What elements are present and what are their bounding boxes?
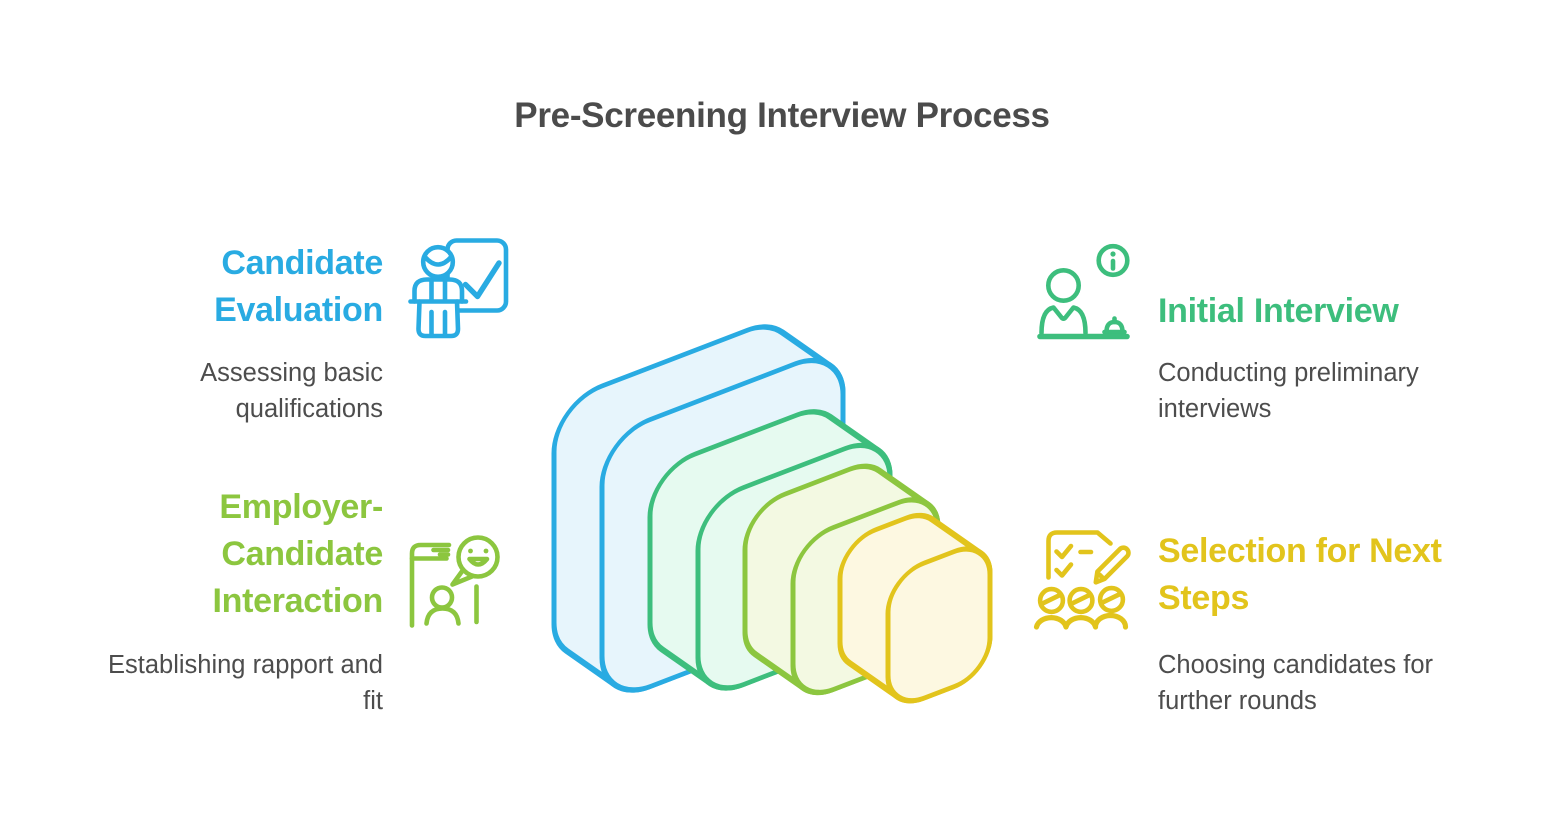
person-torso <box>412 277 465 304</box>
small-person-shoulders <box>424 606 461 626</box>
interviewer-desk-info-icon <box>1037 243 1130 340</box>
check-2 <box>1054 562 1074 578</box>
interviewer-head <box>1046 267 1082 303</box>
phone-outline <box>409 542 452 628</box>
stack-layer-yellow-face <box>885 546 993 704</box>
nested-squares-graphic <box>551 324 993 704</box>
feature-description-initial-interview: Conducting preliminary interviews <box>1158 359 1419 423</box>
group-shoulders <box>1033 612 1129 630</box>
chat-smiley-person-icon <box>409 535 500 628</box>
feature-heading-selection-for-next-steps: Selection for Next Steps <box>1158 532 1442 617</box>
feature-heading-initial-interview: Initial Interview <box>1158 292 1399 330</box>
info-dot <box>1110 251 1116 257</box>
smiley-eye-right <box>483 548 489 554</box>
feature-heading-candidate-evaluation: Candidate Evaluation <box>214 244 383 329</box>
feature-description-candidate-evaluation: Assessing basic qualifications <box>200 359 383 423</box>
smiley-eye-left <box>468 548 473 554</box>
feature-description-selection-for-next-steps: Choosing candidates for further rounds <box>1158 651 1434 715</box>
head-2-hair <box>1069 593 1091 606</box>
person-hair <box>423 254 454 267</box>
pencil <box>1093 545 1131 585</box>
head-3-hair <box>1100 592 1122 605</box>
person-checkboard-icon <box>408 238 509 339</box>
page-title: Pre-Screening Interview Process <box>514 96 1050 135</box>
feature-heading-employer-candidate-interaction: Employer- Candidate Interaction <box>212 488 383 620</box>
smiley-mouth <box>467 556 490 567</box>
checklist-pencil-people-icon <box>1033 530 1131 630</box>
feature-description-employer-candidate-interaction: Establishing rapport and fit <box>107 651 383 715</box>
pencil-tip-line <box>1097 572 1106 581</box>
info-circle <box>1096 243 1130 278</box>
person-head <box>420 244 456 280</box>
document-outline <box>1046 530 1113 580</box>
small-person-head <box>429 585 455 610</box>
check-1 <box>1054 543 1074 560</box>
stack-layer-yellow <box>837 512 993 704</box>
checkmark <box>462 260 502 300</box>
person-legs <box>416 299 461 339</box>
interviewer-shoulders <box>1039 305 1088 336</box>
head-1-hair <box>1040 593 1062 606</box>
